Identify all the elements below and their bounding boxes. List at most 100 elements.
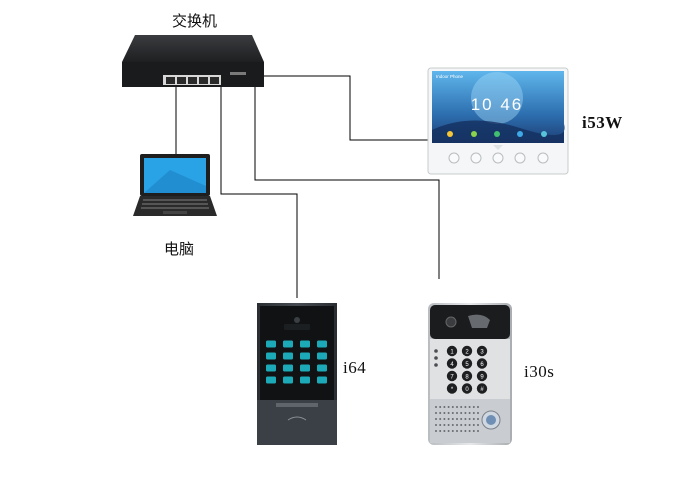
grill-hole <box>456 430 458 432</box>
grill-hole <box>451 430 454 432</box>
keypad-door-phone-icon <box>257 303 337 445</box>
i30s-key <box>476 383 488 394</box>
i64-key <box>283 376 293 384</box>
grill-hole <box>468 418 471 420</box>
grill-hole <box>443 430 446 432</box>
grill-hole <box>464 406 467 408</box>
i64-key <box>317 376 327 384</box>
wire-switch-to-i30s <box>254 86 440 279</box>
i64-key <box>283 364 293 372</box>
monitor-header-text: Indoor Phone <box>436 74 464 79</box>
grill-hole <box>443 412 446 414</box>
i30s-key-label: 2 <box>465 349 469 355</box>
i30s-key-label: # <box>480 387 484 393</box>
grill-hole <box>464 418 467 420</box>
grill-hole <box>443 418 446 420</box>
grill-hole <box>477 424 479 426</box>
grill-hole <box>472 424 475 426</box>
i30s-key <box>476 345 488 357</box>
grill-hole <box>460 412 463 414</box>
i64-key <box>300 364 310 372</box>
grill-hole <box>451 406 454 408</box>
grill-hole <box>477 412 479 414</box>
grill-hole <box>447 412 450 414</box>
grill-hole <box>451 412 454 414</box>
grill-hole <box>435 406 437 408</box>
switch-label: 交换机 <box>172 12 218 30</box>
i30s-key-label: 7 <box>450 374 454 380</box>
i30s-key-label: 8 <box>465 374 469 380</box>
i30s-key-label: 1 <box>450 349 454 355</box>
i64-keypad <box>266 340 327 384</box>
i30s-key-label: 9 <box>480 374 484 380</box>
i30s-label: i30s <box>524 362 555 381</box>
grill-hole <box>439 418 442 420</box>
grill-hole <box>468 412 471 414</box>
grill-hole <box>468 430 471 432</box>
grill-hole <box>435 418 437 420</box>
grill-hole <box>464 430 467 432</box>
wire-switch-to-i53w <box>258 75 430 141</box>
grill-hole <box>472 406 475 408</box>
grill-hole <box>477 430 479 432</box>
i64-key <box>266 364 276 372</box>
i30s-key <box>446 383 458 394</box>
i30s-key-label: 0 <box>465 387 469 393</box>
grill-hole <box>477 418 479 420</box>
i30s-key <box>446 370 458 382</box>
i64-key <box>266 352 276 360</box>
i30s-key <box>476 358 488 369</box>
i64-key <box>283 352 293 360</box>
i64-key <box>300 352 310 360</box>
indoor-monitor-icon: Indoor Phone 10 46 <box>427 67 569 175</box>
grill-hole <box>439 430 442 432</box>
grill-hole <box>451 424 454 426</box>
wires <box>175 75 440 298</box>
i30s-key <box>446 345 458 357</box>
grill-hole <box>451 418 454 420</box>
i64-key <box>300 340 310 348</box>
grill-hole <box>472 430 475 432</box>
indoor-monitor-label: i53W <box>582 113 623 132</box>
grill-hole <box>468 406 471 408</box>
grill-hole <box>443 406 446 408</box>
i64-key <box>317 340 327 348</box>
grill-hole <box>435 424 437 426</box>
grill-hole <box>464 412 467 414</box>
grill-hole <box>439 424 442 426</box>
i64-key <box>317 352 327 360</box>
grill-hole <box>456 412 458 414</box>
i30s-key <box>446 358 458 369</box>
i64-key <box>266 376 276 384</box>
grill-hole <box>456 406 458 408</box>
grill-hole <box>460 424 463 426</box>
grill-hole <box>447 424 450 426</box>
i64-key <box>300 376 310 384</box>
network-switch-icon <box>122 35 264 87</box>
i30s-key <box>461 383 473 394</box>
grill-hole <box>477 406 479 408</box>
grill-hole <box>472 418 475 420</box>
grill-hole <box>468 424 471 426</box>
grill-hole <box>456 424 458 426</box>
i30s-key <box>461 345 473 357</box>
monitor-clock-text: 10 46 <box>471 95 524 114</box>
i64-key <box>266 340 276 348</box>
grill-hole <box>447 406 450 408</box>
i30s-key <box>461 358 473 369</box>
i30s-key-label: 6 <box>480 362 484 368</box>
grill-hole <box>472 412 475 414</box>
computer-label: 电脑 <box>164 240 195 258</box>
i30s-key-label: 5 <box>465 362 469 368</box>
i30s-key-label: 4 <box>450 362 454 368</box>
i30s-key <box>476 370 488 382</box>
grill-hole <box>435 430 437 432</box>
i64-key <box>317 364 327 372</box>
grill-hole <box>439 406 442 408</box>
i64-label: i64 <box>343 358 367 377</box>
i30s-key-label: * <box>451 387 454 393</box>
i30s-key <box>461 370 473 382</box>
